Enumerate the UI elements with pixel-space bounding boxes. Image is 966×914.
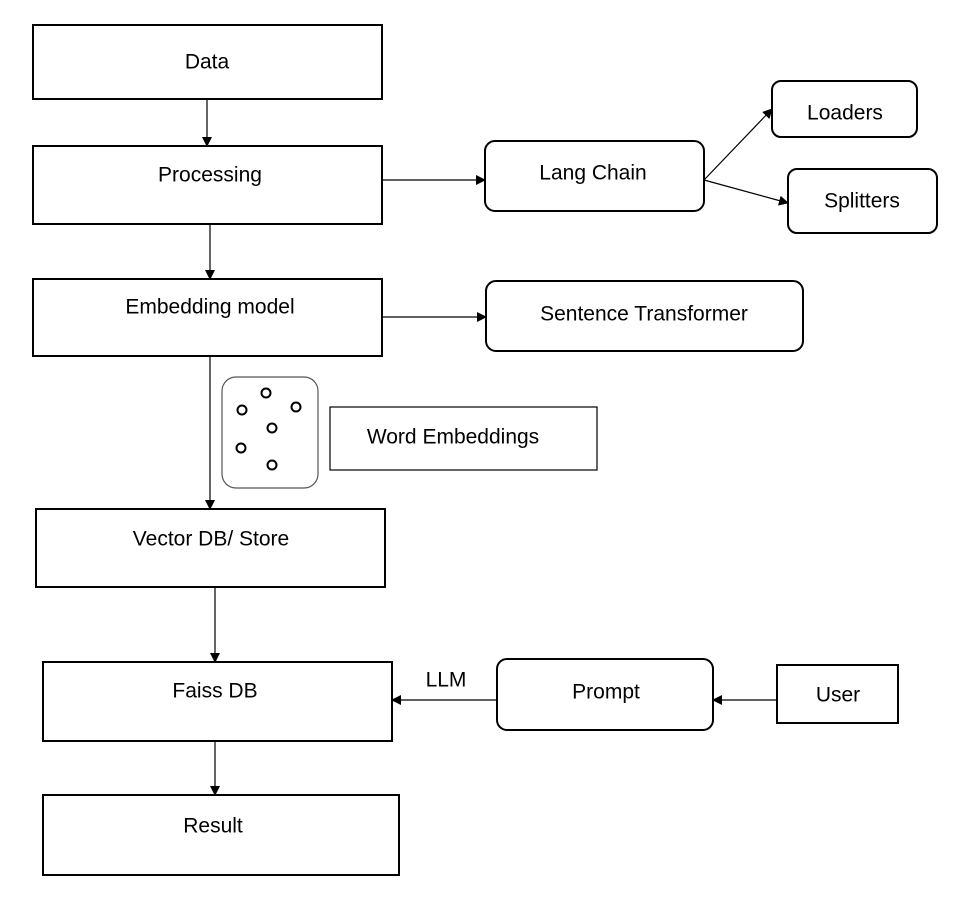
node-loaders-label: Loaders — [807, 102, 883, 125]
node-prompt: Prompt — [496, 658, 714, 731]
node-data-label: Data — [185, 51, 230, 74]
node-vector-db: Vector DB/ Store — [35, 508, 386, 588]
node-processing: Processing — [32, 145, 383, 225]
node-processing-label: Processing — [158, 164, 262, 187]
node-splitters-label: Splitters — [824, 190, 900, 213]
node-loaders: Loaders — [771, 80, 918, 138]
node-lang-chain: Lang Chain — [484, 140, 705, 212]
edge-label-llm: LLM — [426, 669, 467, 692]
node-result-label: Result — [183, 815, 243, 838]
node-data: Data — [32, 24, 383, 100]
node-user-label: User — [816, 684, 860, 707]
edge-lang-chain-to-loaders — [703, 108, 773, 181]
node-word-embeddings: Word Embeddings — [329, 406, 598, 471]
node-result: Result — [42, 794, 400, 876]
node-splitters: Splitters — [787, 168, 938, 234]
node-vector-db-label: Vector DB/ Store — [133, 528, 289, 551]
node-sentence-transformer: Sentence Transformer — [485, 280, 804, 352]
node-lang-chain-label: Lang Chain — [539, 162, 646, 185]
node-prompt-label: Prompt — [572, 681, 640, 704]
embedding-scatter-icon — [221, 376, 319, 489]
node-sentence-transformer-label: Sentence Transformer — [540, 303, 748, 326]
node-embedding-model: Embedding model — [32, 278, 383, 357]
node-user: User — [776, 664, 899, 724]
node-faiss-db: Faiss DB — [42, 661, 393, 742]
node-word-embeddings-label: Word Embeddings — [367, 426, 539, 449]
node-embedding-model-label: Embedding model — [125, 296, 294, 319]
edge-lang-chain-to-splitters — [703, 179, 789, 206]
node-faiss-db-label: Faiss DB — [172, 680, 257, 703]
